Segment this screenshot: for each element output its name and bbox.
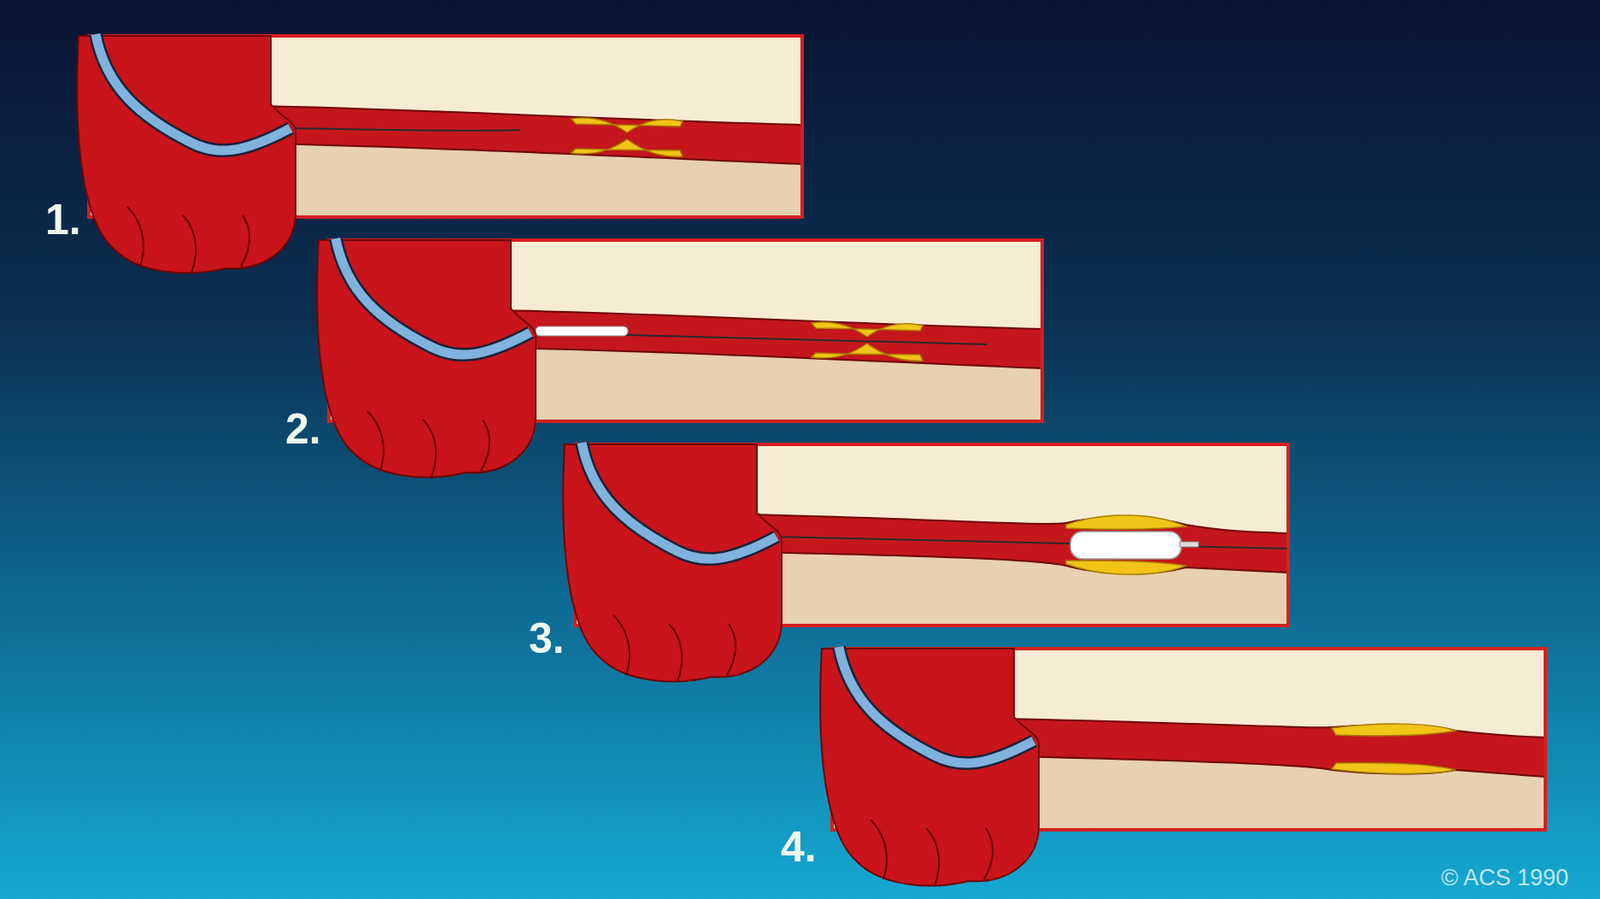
- step-number: 4.: [780, 825, 817, 868]
- copyright-notice: © ACS 1990: [1441, 866, 1569, 890]
- step-number: 1.: [45, 198, 82, 241]
- step-number: 2.: [285, 407, 322, 451]
- step-number: 3.: [528, 616, 565, 660]
